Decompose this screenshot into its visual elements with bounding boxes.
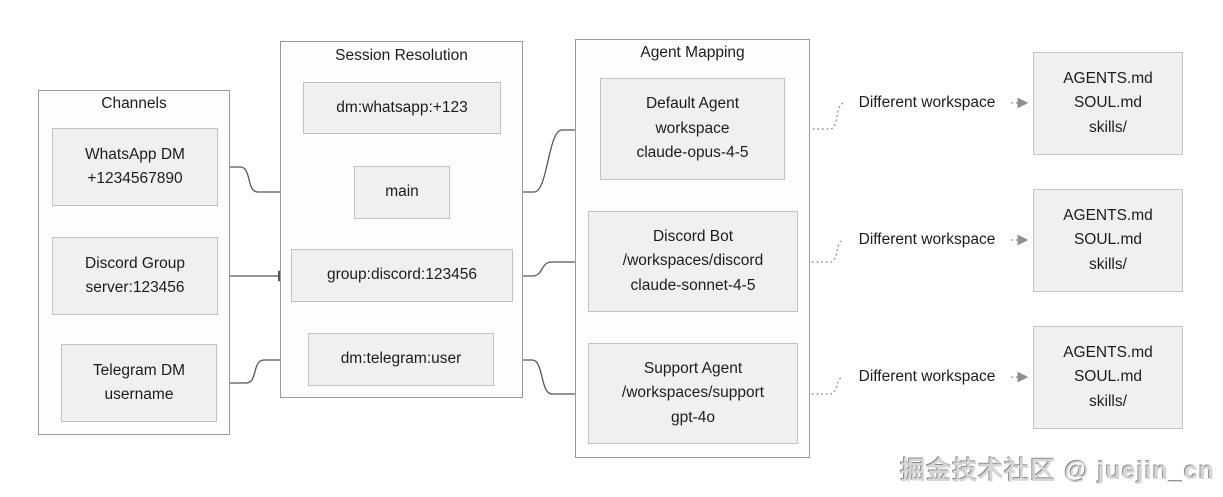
node-discord-group: Discord Group server:123456 — [52, 237, 218, 315]
node-line: Discord Group — [85, 254, 185, 272]
node-workspace-files-2: AGENTS.md SOUL.md skills/ — [1033, 189, 1183, 292]
session-resolution-title: Session Resolution — [335, 47, 468, 64]
node-telegram-dm: Telegram DM username — [61, 344, 217, 422]
node-workspace-files-3: AGENTS.md SOUL.md skills/ — [1033, 326, 1183, 429]
node-line: server:123456 — [85, 279, 185, 296]
watermark: 掘金技术社区 @ juejin_cn — [900, 457, 1215, 485]
node-line: AGENTS.md — [1063, 343, 1153, 361]
edge-label-different-workspace-2: Different workspace — [843, 230, 1011, 250]
node-line: AGENTS.md — [1063, 206, 1153, 224]
node-line: SOUL.md — [1073, 94, 1143, 112]
node-dm-whatsapp: dm:whatsapp:+123 — [303, 82, 501, 134]
node-line: skills/ — [1089, 255, 1127, 273]
edge-label-different-workspace-3: Different workspace — [843, 367, 1011, 387]
node-line: /workspaces/support — [621, 384, 765, 402]
node-line: Discord Bot — [652, 227, 734, 245]
node-line: SOUL.md — [1073, 368, 1143, 386]
node-line: username — [104, 386, 174, 403]
node-group-discord: group:discord:123456 — [291, 249, 513, 302]
node-discord-bot: Discord Bot /workspaces/discord claude-s… — [588, 211, 798, 312]
channels-title: Channels — [101, 95, 167, 112]
node-dm-telegram: dm:telegram:user — [308, 333, 494, 386]
node-workspace-files-1: AGENTS.md SOUL.md skills/ — [1033, 52, 1183, 155]
node-line: skills/ — [1089, 118, 1127, 136]
node-line: main — [385, 183, 419, 201]
node-default-agent: Default Agent workspace claude-opus-4-5 — [600, 78, 785, 180]
node-line: SOUL.md — [1073, 231, 1143, 249]
agent-mapping-title: Agent Mapping — [640, 44, 745, 61]
edge-groupdiscord-to-discordbot — [513, 256, 587, 277]
node-main: main — [354, 166, 450, 219]
node-support-agent: Support Agent /workspaces/support gpt-4o — [588, 343, 798, 444]
node-line: workspace — [655, 119, 730, 137]
node-line: +1234567890 — [87, 170, 183, 187]
node-line: group:discord:123456 — [327, 266, 477, 284]
node-line: claude-sonnet-4-5 — [630, 276, 756, 294]
node-line: dm:telegram:user — [340, 350, 462, 368]
node-line: Support Agent — [643, 359, 743, 377]
node-line: /workspaces/discord — [622, 252, 764, 270]
node-line: AGENTS.md — [1063, 69, 1153, 87]
edge-label-different-workspace-1: Different workspace — [843, 93, 1011, 113]
node-line: claude-opus-4-5 — [636, 144, 749, 162]
node-line: Telegram DM — [92, 361, 186, 379]
node-whatsapp-dm: WhatsApp DM +1234567890 — [52, 128, 218, 206]
node-line: skills/ — [1089, 392, 1127, 410]
node-line: Default Agent — [645, 95, 740, 113]
node-line: gpt-4o — [671, 408, 715, 426]
node-line: WhatsApp DM — [85, 145, 185, 163]
node-line: dm:whatsapp:+123 — [336, 98, 468, 116]
